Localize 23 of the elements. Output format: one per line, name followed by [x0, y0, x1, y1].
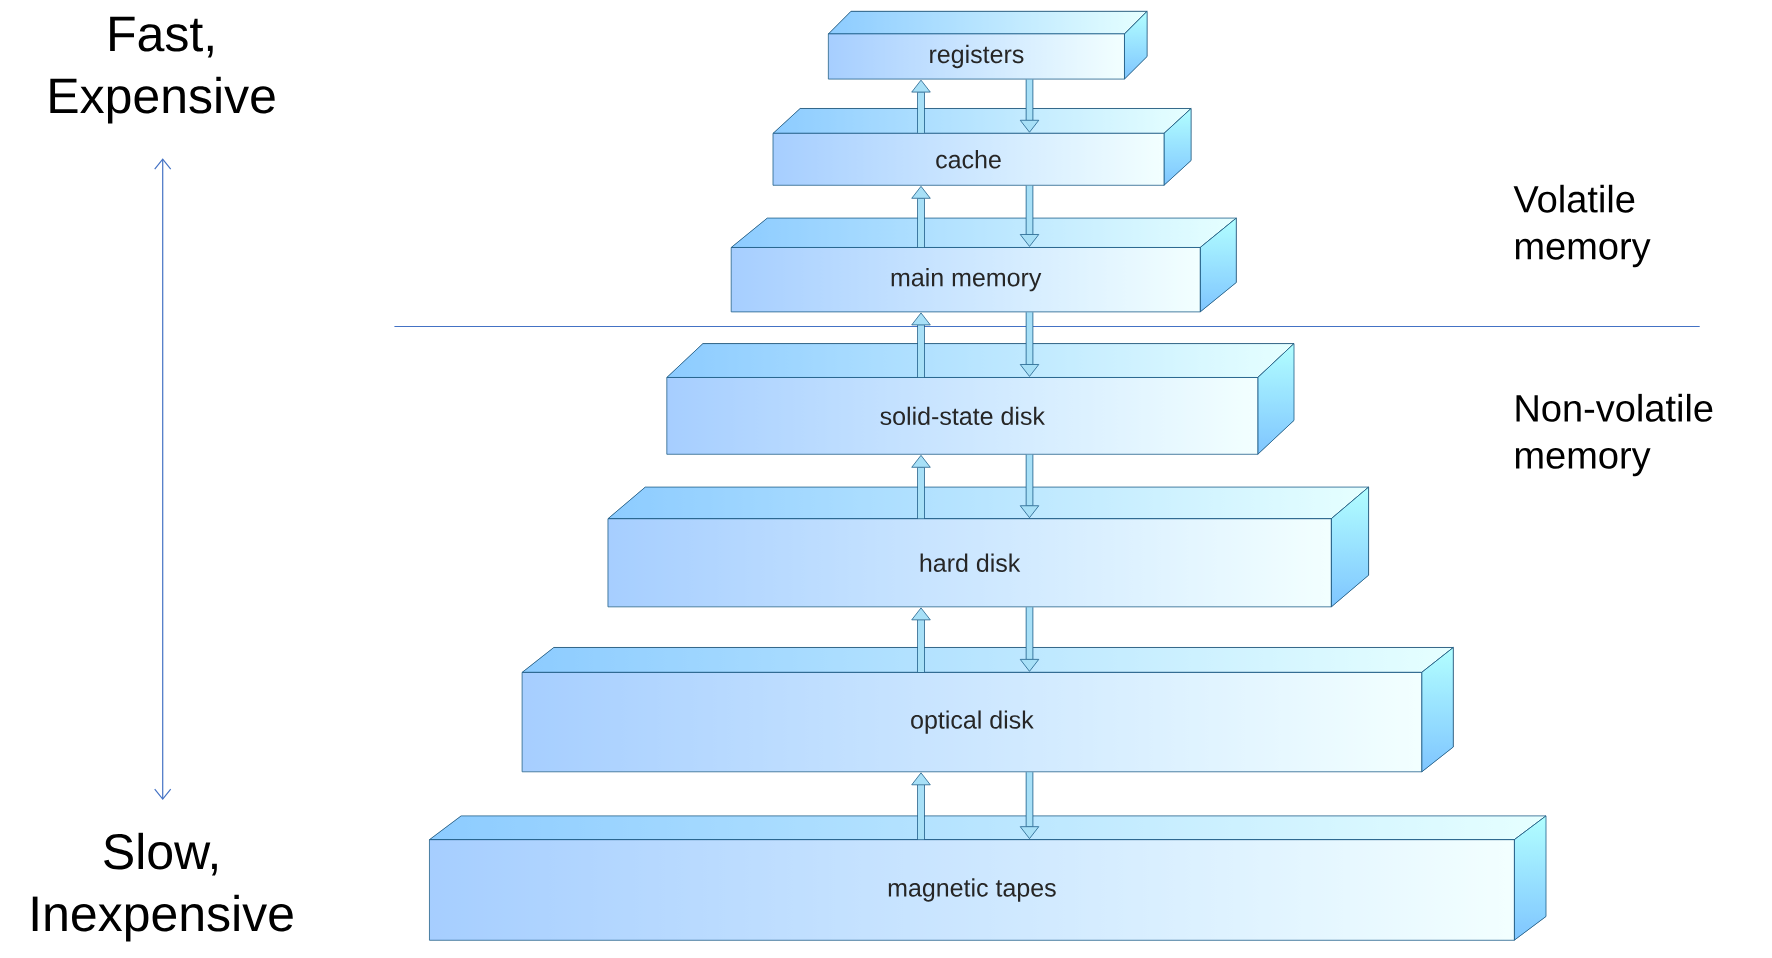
storage-box: optical disk — [521, 647, 1454, 773]
arrow — [911, 772, 931, 840]
arrow — [911, 79, 931, 133]
storage-box: cache — [772, 108, 1192, 186]
arrow — [1019, 79, 1040, 133]
storage-box: registers — [827, 10, 1148, 80]
storage-box: main memory — [730, 217, 1237, 313]
storage-box: hard disk — [607, 486, 1369, 608]
arrow — [911, 312, 931, 378]
arrow — [1019, 185, 1040, 247]
side-label: Volatile memory — [1513, 184, 1651, 268]
arrow — [1019, 454, 1040, 519]
side-label: Slow, Inexpensive — [32, 832, 293, 942]
arrow — [911, 185, 931, 248]
arrow — [911, 607, 931, 672]
arrow — [911, 454, 931, 519]
side-label: Fast, Expensive — [50, 16, 275, 124]
side-label: Non-volatile memory — [1515, 393, 1713, 477]
arrow — [1019, 772, 1040, 840]
arrow — [1019, 312, 1040, 377]
storage-box: solid-state disk — [666, 343, 1295, 455]
storage-box: magnetic tapes — [429, 815, 1547, 941]
arrow — [1019, 607, 1040, 672]
